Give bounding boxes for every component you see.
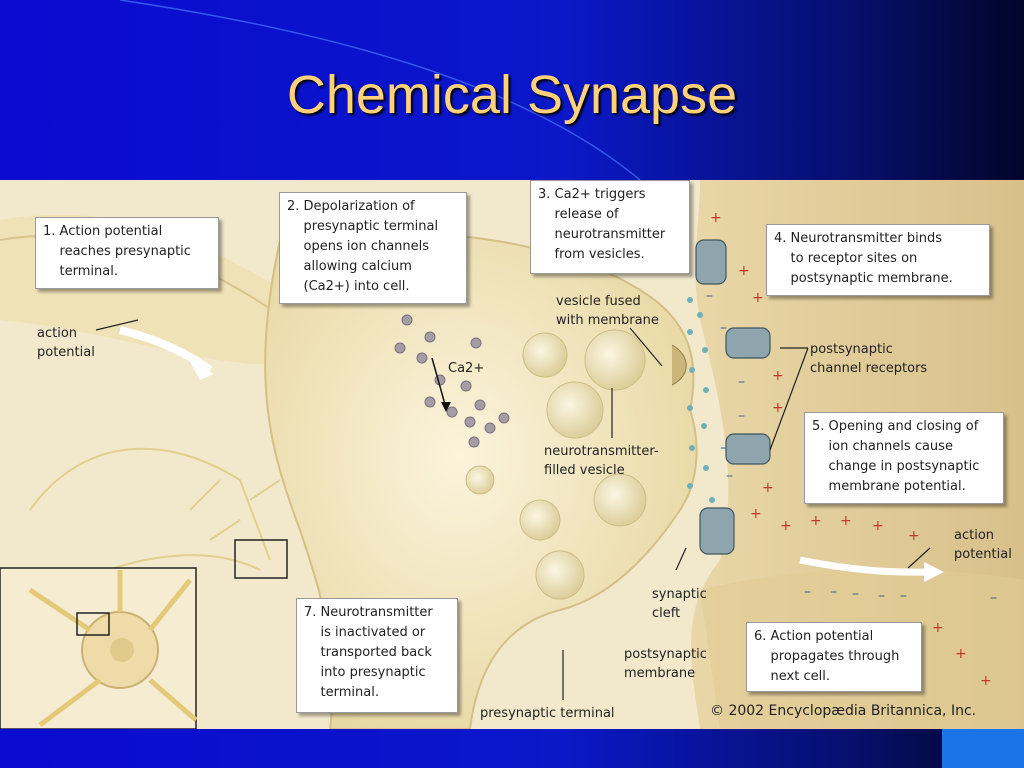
label-presynaptic-terminal: presynaptic terminal [480,706,615,721]
svg-text:–: – [830,584,837,600]
svg-text:+: + [750,506,762,522]
callout-step-1: 1. Action potential reaches presynaptic … [35,217,219,289]
label-synaptic-cleft: synaptic cleft [652,587,707,621]
svg-text:+: + [810,513,822,529]
action-potential-arrow-right [799,556,931,576]
svg-text:+: + [932,620,944,636]
svg-text:–: – [878,588,885,604]
callout-step-3: 3. Ca2+ triggers release of neurotransmi… [530,180,690,274]
svg-text:+: + [772,368,784,384]
action-potential-arrow-left [119,326,213,374]
svg-text:+: + [752,290,764,306]
svg-text:+: + [780,518,792,534]
svg-text:–: – [738,408,745,424]
label-action-potential-right: action potential [954,528,1012,562]
callout-step-4: 4. Neurotransmitter binds to receptor si… [766,224,990,296]
footer-accent-square [942,729,1024,768]
svg-text:+: + [840,513,852,529]
label-vesicle-fused: vesicle fused with membrane [556,294,659,328]
callout-step-7: 7. Neurotransmitter is inactivated or tr… [296,598,458,713]
label-postsynaptic-receptors: postsynaptic channel receptors [810,342,928,376]
callout-step-2: 2. Depolarization of presynaptic termina… [279,192,467,304]
label-postsynaptic-membrane: postsynaptic membrane [624,647,707,681]
svg-text:+: + [762,480,774,496]
svg-text:+: + [872,518,884,534]
title-swoosh-decoration [119,0,641,180]
svg-text:–: – [990,590,997,606]
svg-text:+: + [908,528,920,544]
callout-step-6: 6. Action potential propagates through n… [746,622,922,692]
svg-text:–: – [900,588,907,604]
svg-text:+: + [738,263,750,279]
postsynaptic-receptors [695,239,771,555]
copyright-notice: © 2002 Encyclopædia Britannica, Inc. [710,703,977,719]
svg-text:–: – [804,584,811,600]
slide-title: Chemical Synapse [286,65,738,125]
synapse-diagram: +++ +++ +++ +++ +++ ––– ––– ––– ––– [0,180,1024,729]
label-ca-ions: Ca2+ [448,361,485,376]
calcium-ions [394,314,510,448]
svg-text:–: – [706,288,713,304]
svg-text:–: – [738,374,745,390]
label-neurotransmitter-vesicle: neurotransmitter- filled vesicle [544,444,659,478]
svg-text:–: – [720,320,727,336]
svg-text:+: + [772,400,784,416]
svg-text:+: + [980,673,992,689]
svg-text:–: – [720,440,727,456]
label-action-potential-left: action potential [37,326,95,360]
svg-text:–: – [726,468,733,484]
svg-text:–: – [852,586,859,602]
svg-text:+: + [710,210,722,226]
callout-step-5: 5. Opening and closing of ion channels c… [804,412,1004,504]
svg-text:+: + [955,646,967,662]
